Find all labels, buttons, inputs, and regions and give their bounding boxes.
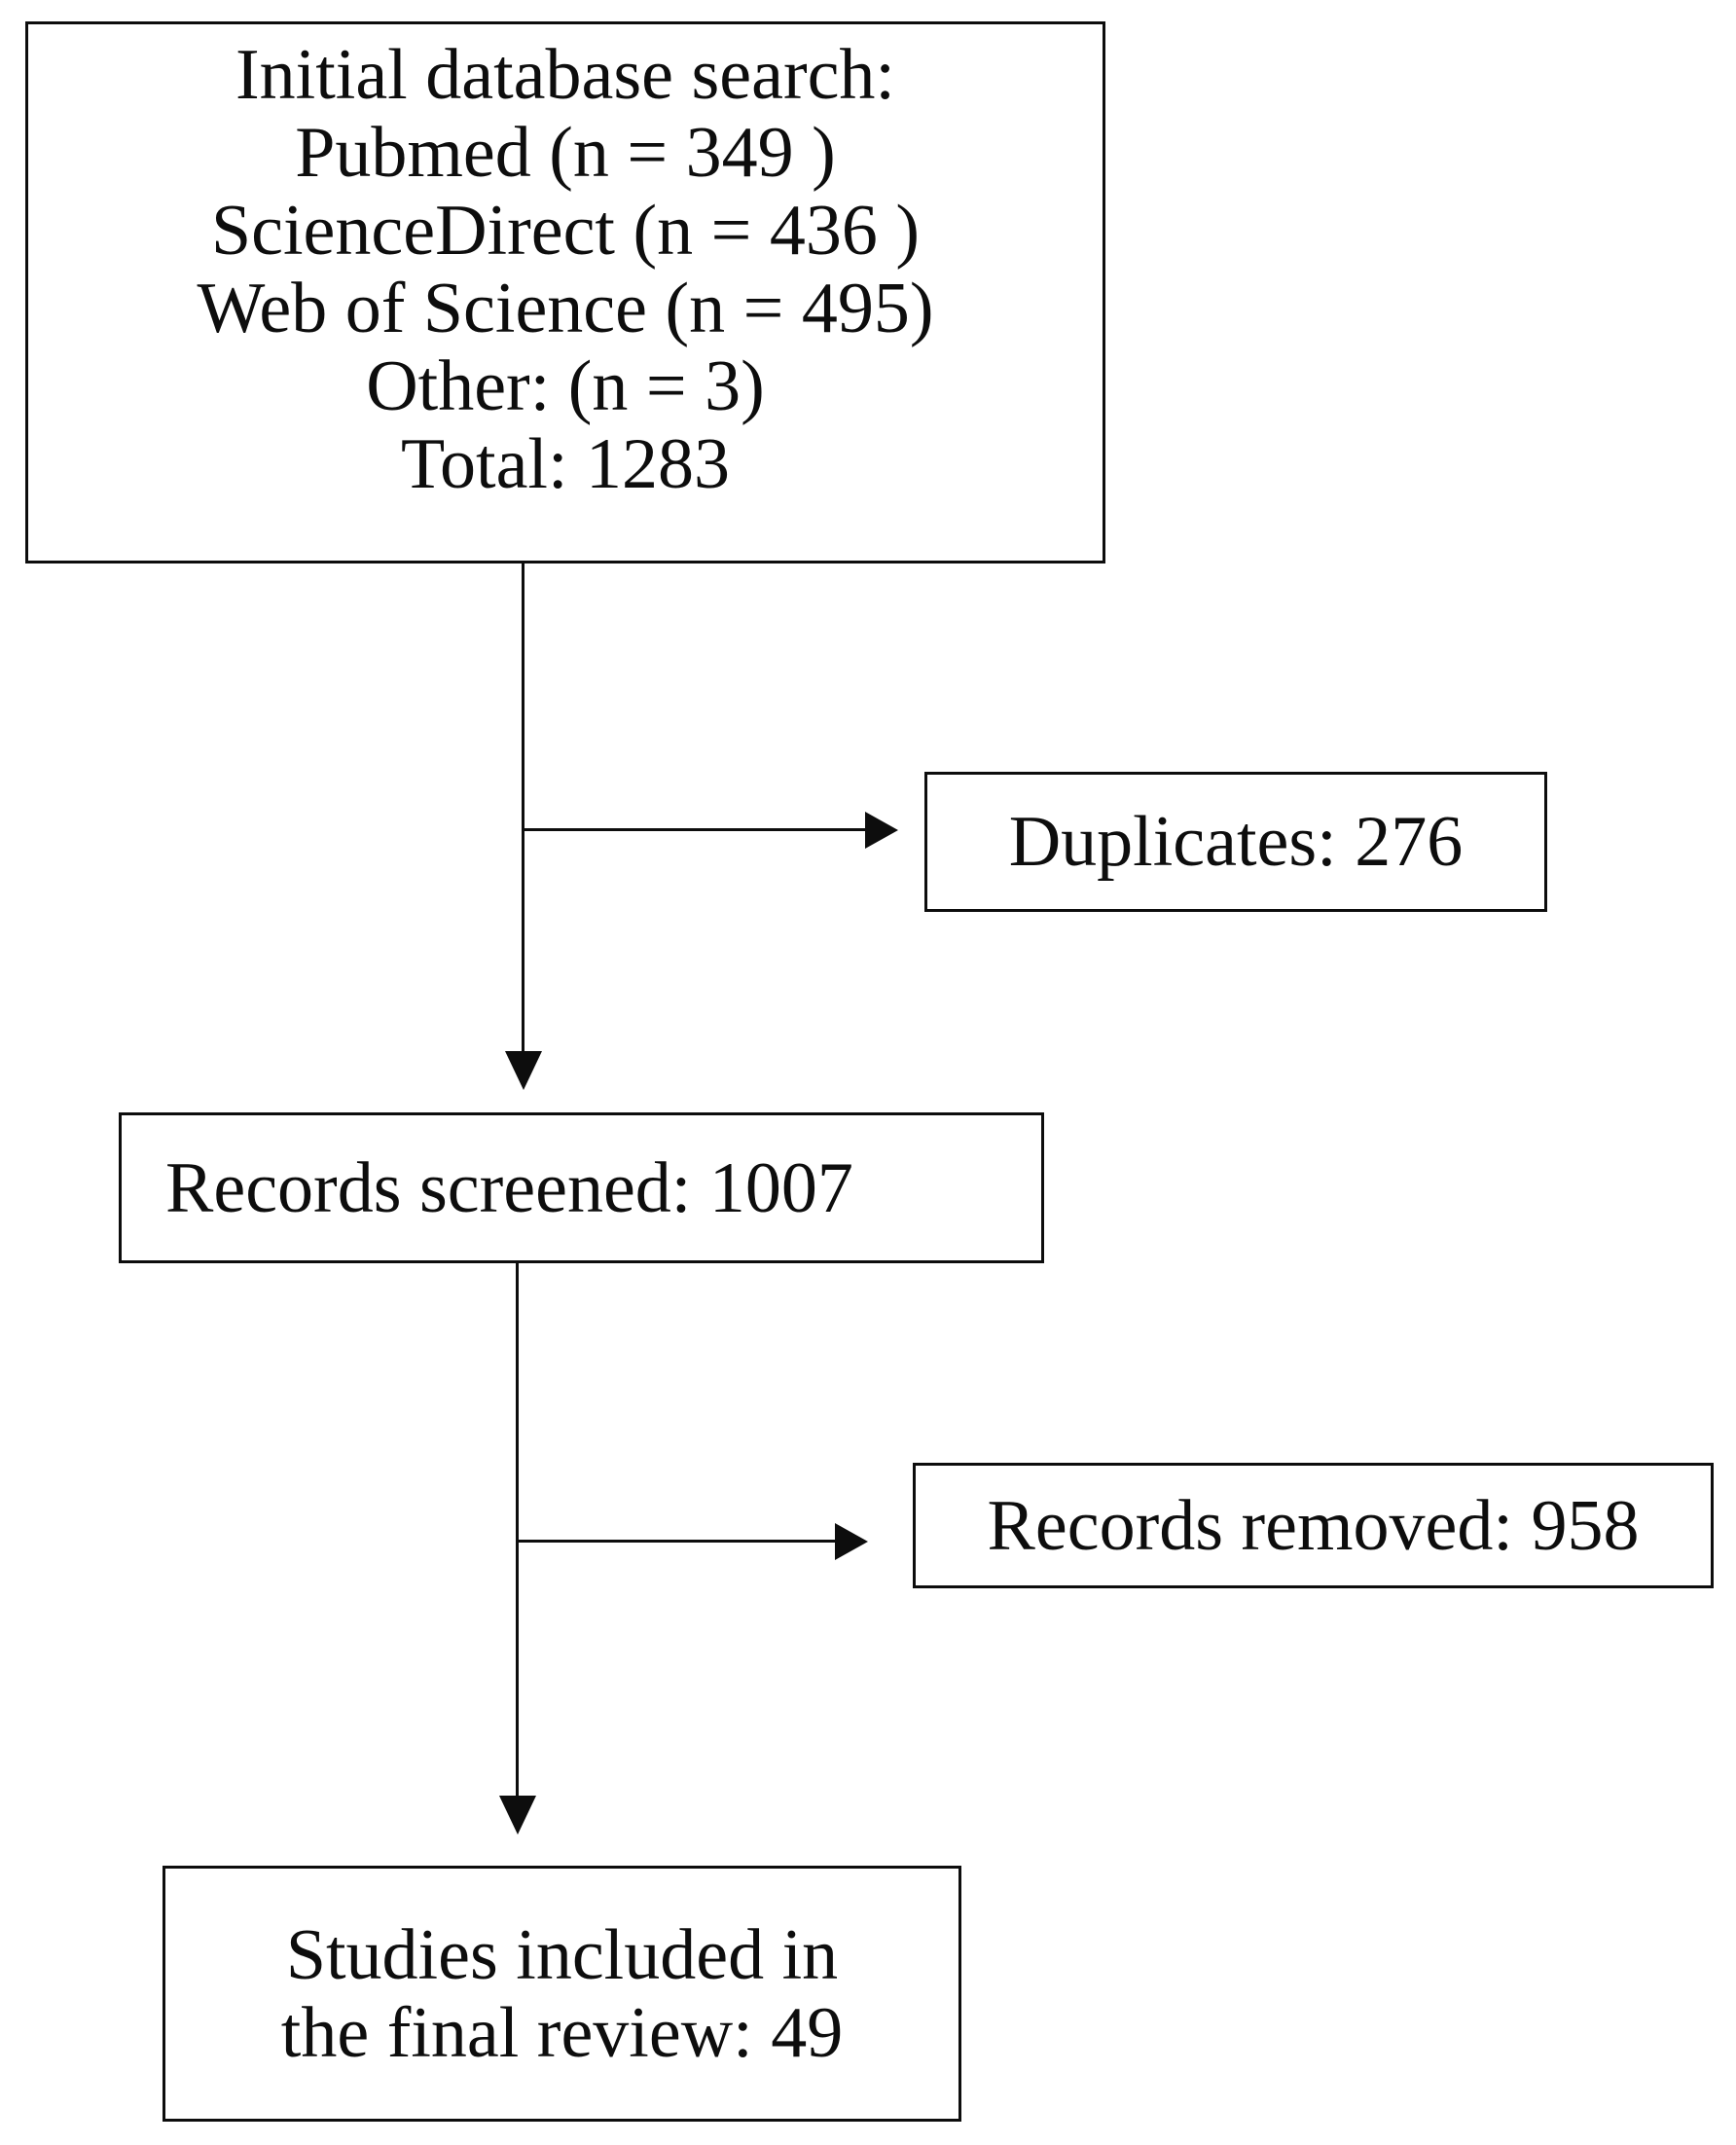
- down-arrowhead-1: [505, 1051, 542, 1090]
- initial-search-box: Initial database search: Pubmed (n = 349…: [25, 21, 1105, 564]
- records-screened-label: Records screened: 1007: [165, 1147, 853, 1228]
- down-arrowhead-2: [499, 1796, 536, 1835]
- records-screened-box: Records screened: 1007: [119, 1112, 1044, 1263]
- duplicates-box: Duplicates: 276: [924, 772, 1547, 912]
- connector-vertical-1: [522, 564, 524, 1056]
- studies-included-line: Studies included in: [285, 1914, 839, 1995]
- branch-line-duplicates: [524, 828, 868, 831]
- studies-included-line: the final review: 49: [280, 1992, 844, 2073]
- studies-included-box: Studies included in the final review: 49: [163, 1866, 961, 2122]
- connector-vertical-2: [516, 1263, 519, 1798]
- initial-search-line: ScienceDirect (n = 436 ): [210, 191, 920, 271]
- initial-search-line: Pubmed (n = 349 ): [295, 113, 836, 193]
- initial-search-line: Web of Science (n = 495): [197, 269, 934, 348]
- right-arrowhead-removed: [835, 1523, 868, 1560]
- initial-search-line: Total: 1283: [400, 424, 731, 504]
- branch-line-removed: [517, 1540, 835, 1543]
- initial-search-line: Other: (n = 3): [366, 346, 765, 426]
- duplicates-label: Duplicates: 276: [1008, 802, 1464, 882]
- initial-search-line: Initial database search:: [235, 35, 895, 115]
- records-removed-label: Records removed: 958: [987, 1485, 1640, 1566]
- right-arrowhead-duplicates: [865, 812, 898, 849]
- records-removed-box: Records removed: 958: [913, 1463, 1714, 1588]
